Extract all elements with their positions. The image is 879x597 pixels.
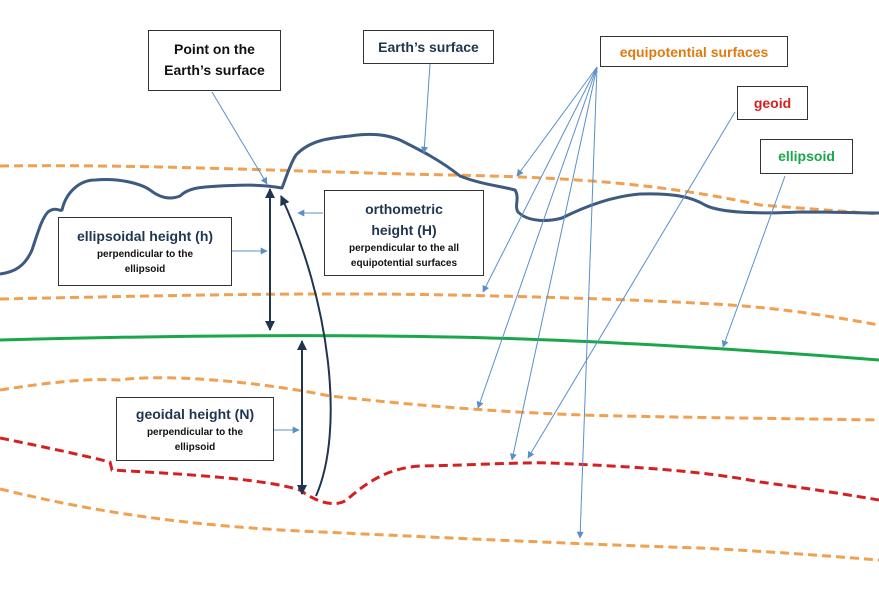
- geoid-label: geoid: [753, 95, 792, 111]
- geoid-label-box: geoid: [737, 86, 808, 120]
- ellipsoid-label: ellipsoid: [778, 148, 835, 164]
- ellipsoidal-height-box: ellipsoidal height (h) perpendicular to …: [58, 217, 232, 286]
- leader-geoid: [527, 111, 736, 459]
- leader-equipotential-2: [482, 66, 598, 293]
- geoidal-height-box: geoidal height (N) perpendicular to the …: [116, 397, 274, 461]
- equipotential-label: equipotential surfaces: [619, 44, 769, 60]
- ellipsoid-line: [0, 334, 879, 362]
- leader-equipotential-4: [509, 66, 598, 461]
- equipotential-label-box: equipotential surfaces: [600, 36, 788, 67]
- equipotential-surface-1: [0, 164, 879, 216]
- point-label-box: Point on the Earth’s surface: [148, 30, 281, 91]
- ellipsoid-label-box: ellipsoid: [760, 139, 853, 174]
- orthometric-height-note: perpendicular to the all equipotential s…: [348, 243, 460, 269]
- geoid-line: [0, 436, 879, 506]
- leader-equipotential-3: [476, 66, 598, 409]
- equipotential-surface-3: [0, 376, 879, 422]
- earth-surface-line: [0, 132, 879, 276]
- leader-equipotential-1: [516, 66, 598, 177]
- geoidal-height-title: geoidal height (N): [135, 406, 255, 422]
- orthometric-height-title: orthometric height (H): [365, 201, 443, 238]
- geoidal-height-note: perpendicular to the ellipsoid: [146, 427, 244, 453]
- equipotential-surface-2: [0, 292, 879, 327]
- point-label: Point on the Earth’s surface: [164, 41, 265, 78]
- ellipsoidal-height-title: ellipsoidal height (h): [76, 228, 214, 244]
- equipotential-surface-4: [0, 487, 879, 562]
- leader-lines: [211, 63, 786, 539]
- orthometric-height-box: orthometric height (H) perpendicular to …: [324, 190, 484, 276]
- earth-surface-label-box: Earth’s surface: [363, 30, 494, 64]
- leader-equipotential-5: [576, 66, 598, 539]
- ellipsoidal-height-note: perpendicular to the ellipsoid: [96, 249, 194, 275]
- leader-point: [211, 91, 268, 185]
- leader-ellipsoid: [721, 175, 786, 348]
- leader-earth-surface: [420, 63, 431, 154]
- orthometric-height-arrow: [280, 195, 332, 497]
- earth-surface-label: Earth’s surface: [378, 39, 479, 55]
